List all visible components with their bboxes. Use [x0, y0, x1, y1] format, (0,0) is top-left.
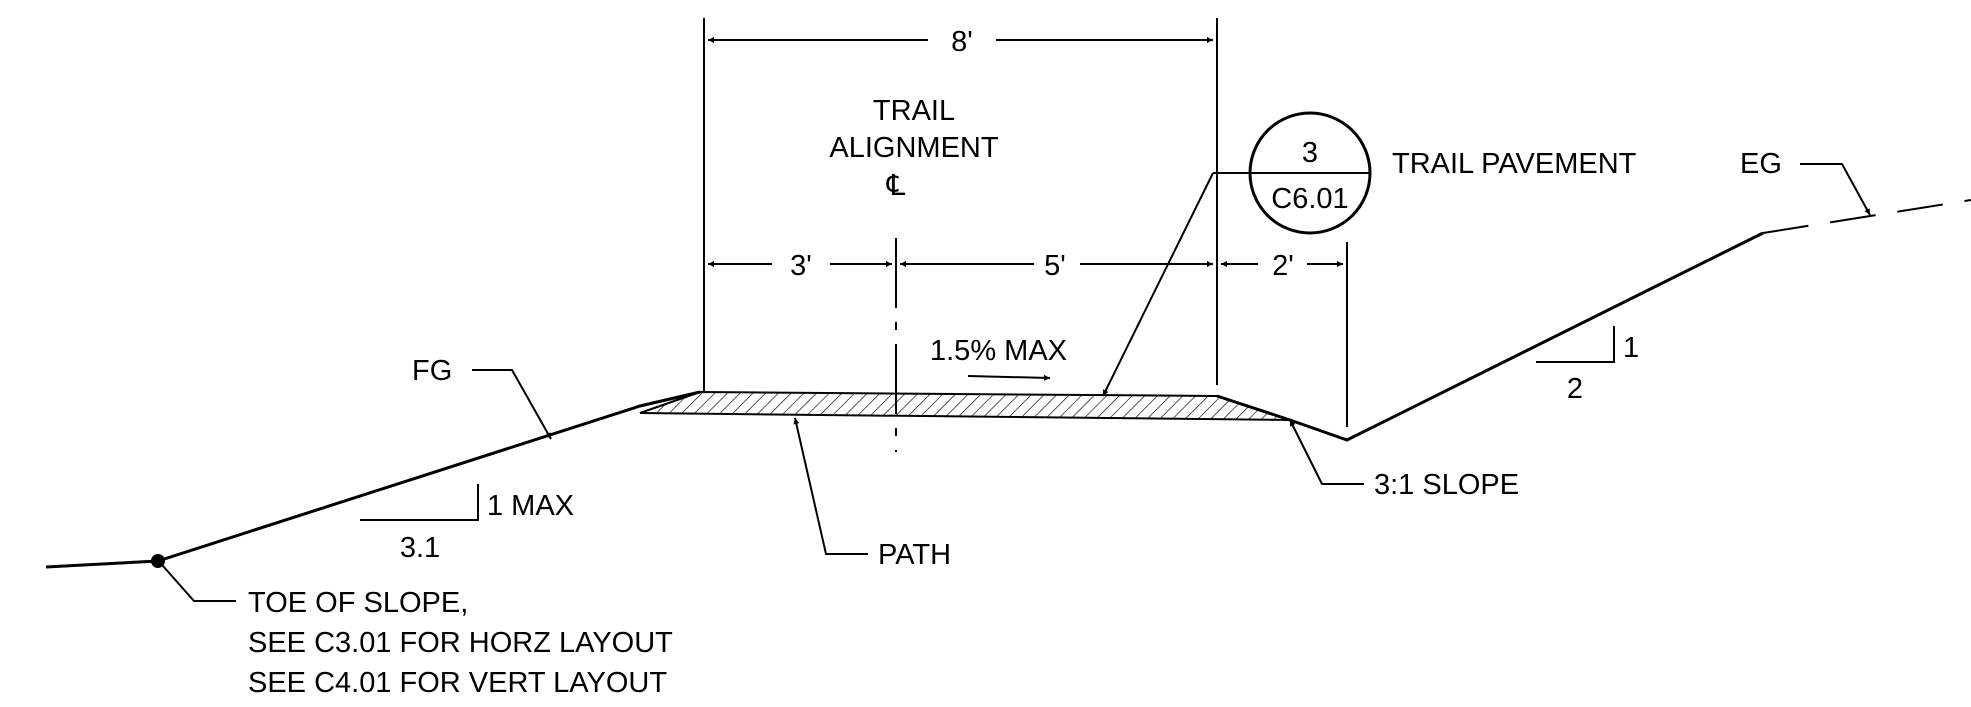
centerline-symbol: ℄ [886, 170, 906, 202]
side-slope-text: 3:1 SLOPE [1374, 469, 1519, 501]
existing-grade-line [1762, 199, 1971, 234]
right-width-text: 5' [1044, 250, 1066, 282]
existing-grade-text: EG [1740, 148, 1782, 180]
overall-width-dimension: 8' [708, 26, 1213, 58]
trail-pavement-section [639, 390, 1291, 421]
left-width-text: 3' [790, 250, 812, 282]
left-slope-run-text: 3.1 [400, 532, 440, 564]
toe-of-slope-point [151, 554, 165, 568]
right-slope-ratio: 1 2 [1536, 326, 1639, 405]
path-text: PATH [878, 539, 951, 571]
left-slope-rise-text: 1 MAX [487, 490, 574, 522]
cross-slope-text: 1.5% MAX [930, 335, 1067, 367]
extension-lines [703, 18, 1348, 427]
right-slope-run-text: 2 [1567, 373, 1583, 405]
alignment-line-1: TRAIL [873, 95, 955, 127]
toe-note-line-3: SEE C4.01 FOR VERT LAYOUT [248, 667, 667, 699]
side-slope-callout: 3:1 SLOPE [1289, 419, 1519, 501]
trail-alignment-label: TRAIL ALIGNMENT ℄ [829, 95, 998, 202]
lane-width-dimensions: 3' 5' 2' [708, 250, 1343, 282]
left-slope-ratio: 1 MAX 3.1 [360, 484, 574, 564]
existing-grade-callout: EG [1740, 148, 1871, 216]
finished-grade-callout: FG [412, 355, 552, 440]
toe-of-slope-callout: TOE OF SLOPE, SEE C3.01 FOR HORZ LAYOUT … [162, 565, 673, 699]
shoulder-width-text: 2' [1272, 250, 1294, 282]
detail-callout-bubble: 3 C6.01 TRAIL PAVEMENT [1102, 111, 1637, 397]
trail-pavement-label: TRAIL PAVEMENT [1392, 148, 1637, 180]
toe-note-line-2: SEE C3.01 FOR HORZ LAYOUT [248, 627, 673, 659]
path-callout: PATH [793, 417, 951, 571]
cross-slope-callout: 1.5% MAX [930, 335, 1067, 381]
overall-width-text: 8' [951, 26, 973, 58]
detail-sheet-text: C6.01 [1271, 183, 1348, 215]
alignment-line-2: ALIGNMENT [829, 132, 998, 164]
right-slope-rise-text: 1 [1623, 332, 1639, 364]
toe-note-line-1: TOE OF SLOPE, [248, 587, 468, 619]
detail-number-text: 3 [1302, 137, 1318, 169]
finished-grade-text: FG [412, 355, 452, 387]
